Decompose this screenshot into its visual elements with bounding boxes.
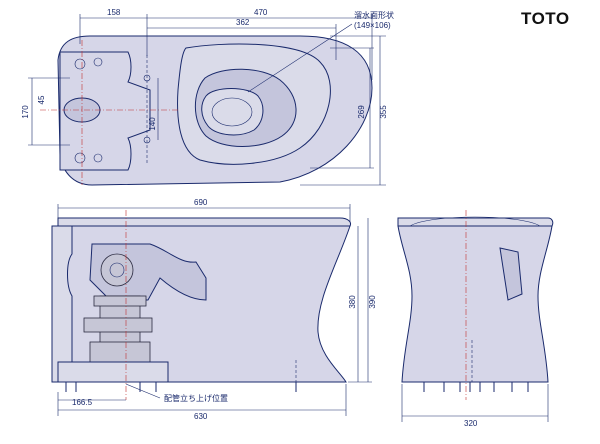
dim-label-170: 170 <box>21 105 30 119</box>
dim-label-45: 45 <box>37 95 46 104</box>
front-view: 320 <box>397 210 554 428</box>
trap-pipe-circle <box>100 253 134 287</box>
front-view-body <box>397 225 553 383</box>
side-pipe-base <box>89 341 151 363</box>
side-view: 690 630 166.5 380 390 配管立ち上げ位置 <box>51 198 377 421</box>
top-view: 158 470 362 355 269 170 45 140 溜水面形状 (14… <box>21 8 394 186</box>
dim-label-390: 390 <box>368 295 377 309</box>
dim-label-320: 320 <box>464 419 478 428</box>
side-pipe-flange <box>93 295 147 307</box>
dim-label-355: 355 <box>379 105 388 119</box>
note-water-surface: 溜水面形状 <box>354 10 394 20</box>
dim-label-166-5: 166.5 <box>72 398 93 407</box>
side-pipe-joint <box>83 317 153 333</box>
dim-label-140: 140 <box>148 117 157 131</box>
front-view-side-detail <box>499 247 523 301</box>
water-surface-inner <box>211 97 253 127</box>
dim-label-158: 158 <box>107 8 121 17</box>
side-feet <box>65 382 297 392</box>
side-view-lid <box>57 217 351 227</box>
dim-label-380: 380 <box>348 295 357 309</box>
water-surface <box>201 88 264 136</box>
front-view-rim-curve <box>409 216 541 227</box>
bolt-hole-bottom-left <box>74 152 86 164</box>
tank-top-view <box>59 51 151 171</box>
dim-label-630: 630 <box>194 412 208 421</box>
bolt-hole-top-left <box>74 58 86 70</box>
front-feet <box>423 382 529 392</box>
dim-label-269: 269 <box>357 105 366 119</box>
dim-label-690: 690 <box>194 198 208 207</box>
note-leader <box>247 23 353 93</box>
trap-pipe-inner <box>109 262 125 278</box>
bolt-hole-bottom-right <box>93 153 103 163</box>
toto-logo: TOTO <box>521 9 570 28</box>
note-piping-position: 配管立ち上げ位置 <box>164 393 228 403</box>
bolt-hole-top-right <box>93 57 103 67</box>
note-water-size: (149×106) <box>354 21 391 30</box>
piping-leader <box>125 383 161 399</box>
dim-label-362: 362 <box>236 18 250 27</box>
side-floor-plate <box>57 361 169 383</box>
dim-label-470: 470 <box>254 8 268 17</box>
side-view-tank <box>51 225 73 383</box>
